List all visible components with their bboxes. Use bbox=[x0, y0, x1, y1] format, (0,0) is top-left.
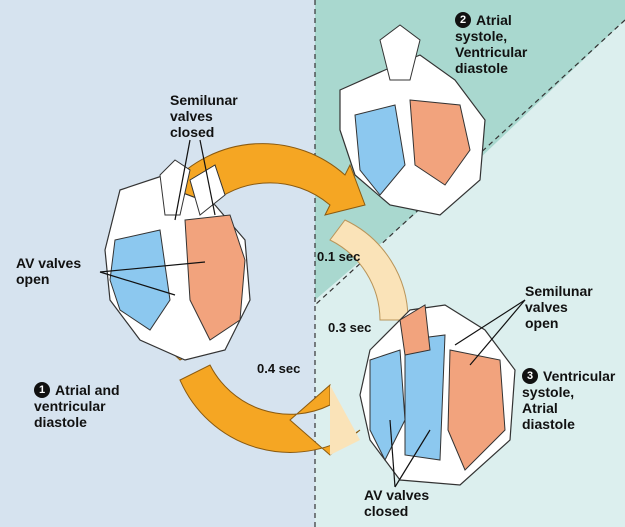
timing-0-4-sec: 0.4 sec bbox=[257, 361, 300, 376]
semilunar-closed-label: Semilunar valves closed bbox=[170, 92, 238, 140]
phase-1-number: 1 bbox=[34, 382, 50, 398]
av-open-label: AV valves open bbox=[16, 255, 81, 287]
phase-2-number: 2 bbox=[455, 12, 471, 28]
phase-3-number: 3 bbox=[522, 368, 538, 384]
av-closed-label: AV valves closed bbox=[364, 487, 429, 519]
timing-0-1-sec: 0.1 sec bbox=[317, 249, 360, 264]
semilunar-open-label: Semilunar valves open bbox=[525, 283, 593, 331]
timing-0-3-sec: 0.3 sec bbox=[328, 320, 371, 335]
